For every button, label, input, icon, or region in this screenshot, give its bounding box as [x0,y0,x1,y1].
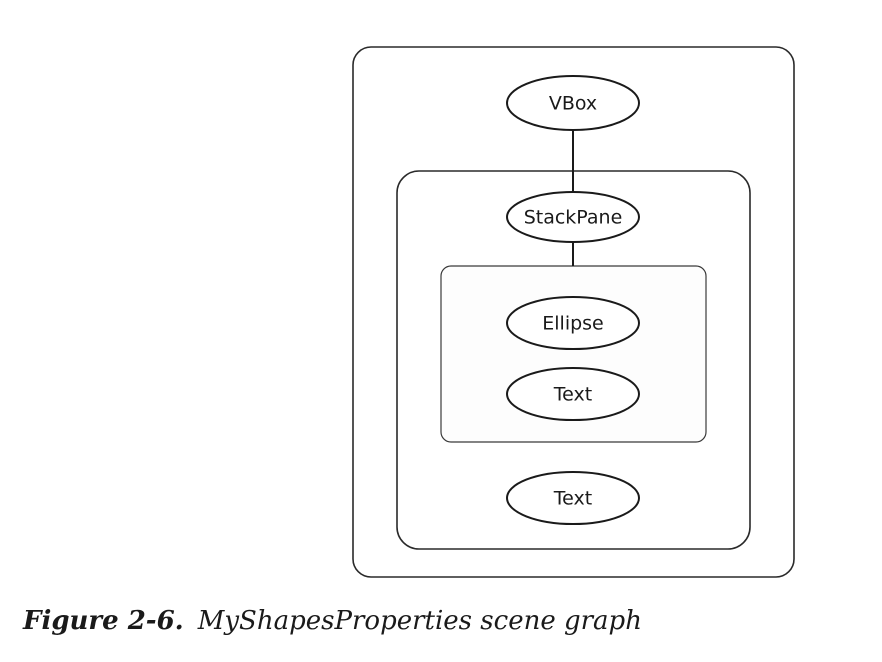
node-vbox-shape [506,75,640,131]
node-text-outer-shape [506,471,640,525]
figure-number: Figure 2-6. [23,606,184,636]
figure-caption: Figure 2-6. MyShapesProperties scene grap… [23,606,642,636]
node-stackpane-label: StackPane [524,207,623,229]
figure-title: MyShapesProperties scene graph [197,606,642,636]
node-ellipse: Ellipse [506,296,640,350]
node-ellipse-shape [506,296,640,350]
scene-graph-diagram: VBox StackPane Ellipse Text Text [352,46,795,578]
node-vbox: VBox [506,75,640,131]
node-text-outer-label: Text [553,488,592,510]
node-text-inner-label: Text [553,384,592,406]
node-text-inner-shape [506,367,640,421]
node-ellipse-label: Ellipse [542,313,604,335]
node-stackpane-shape [506,191,640,243]
vbox-container [352,46,795,578]
node-stackpane: StackPane [506,191,640,243]
node-text-outer: Text [506,471,640,525]
node-text-inner: Text [506,367,640,421]
node-vbox-label: VBox [549,93,597,115]
